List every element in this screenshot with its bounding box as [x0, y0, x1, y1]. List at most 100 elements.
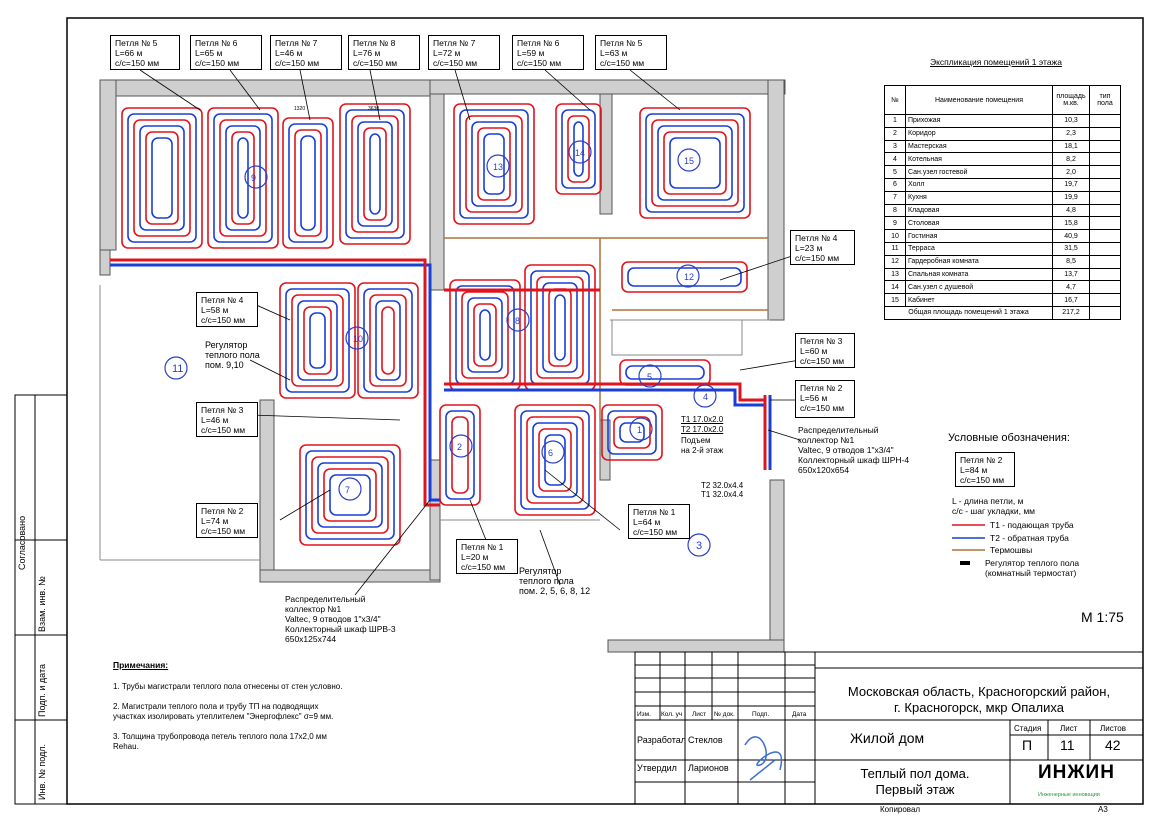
coil-loop	[561, 109, 596, 189]
coil-loop	[601, 404, 663, 461]
pipe-label: на 2-й этаж	[681, 446, 724, 455]
coil-loop	[619, 359, 711, 386]
coil-loop	[477, 127, 511, 201]
coil-loop	[291, 294, 344, 387]
coil-loop	[213, 113, 273, 243]
coil-loop	[127, 113, 197, 243]
coil-loop	[573, 121, 584, 177]
stamp-format: А3	[1098, 805, 1108, 814]
room-number-circle	[677, 148, 701, 172]
coil-loop	[369, 294, 407, 387]
coil-loop	[219, 119, 267, 237]
pipe-label: Т2 32.0х4.4	[701, 481, 744, 490]
room-number: 2	[457, 442, 463, 452]
stamp-approved: Утвердил	[637, 763, 677, 773]
note-item: 1. Трубы магистрали теплого пола отнесен…	[113, 682, 343, 691]
table-cell	[1089, 280, 1121, 295]
coil-loop	[669, 137, 721, 189]
room-number-circle	[486, 154, 510, 178]
coil-loop	[294, 129, 322, 237]
pipe-label: Т1 32.0х4.4	[701, 490, 744, 499]
notes-title: Примечания:	[113, 660, 169, 670]
room-number-circle	[449, 434, 473, 458]
table-cell: 15,8	[1052, 216, 1090, 231]
table-cell	[1089, 139, 1121, 154]
table-cell: Прихожая	[905, 114, 1053, 128]
stamp-developed: Разработал	[637, 735, 686, 745]
table-cell	[1089, 177, 1121, 192]
table-cell	[1089, 305, 1121, 320]
coil-loop	[231, 131, 255, 225]
table-cell: 15	[884, 293, 906, 307]
room-number-circle	[629, 417, 653, 441]
stamp-col: Подп.	[752, 711, 770, 718]
coil-loop	[317, 462, 383, 528]
coil-loop	[363, 127, 387, 221]
logo: ИНЖИН	[1038, 762, 1115, 783]
coil-loop	[538, 428, 572, 492]
coil-loop	[145, 131, 179, 225]
coil-loop	[567, 115, 590, 183]
legend-note: L - длина петли, м	[952, 496, 1024, 506]
table-cell: Терраса	[905, 241, 1053, 256]
coil-loop	[467, 297, 503, 373]
room-number: 14	[575, 148, 586, 158]
coil-loop	[639, 107, 751, 219]
table-cell: Котельная	[905, 152, 1053, 167]
room-number: 1	[637, 425, 643, 435]
table-cell	[1089, 203, 1121, 218]
coil-loop	[530, 270, 590, 385]
room-number: 9	[251, 173, 257, 183]
coil-loop	[483, 133, 505, 195]
table-cell	[1089, 241, 1121, 256]
coil-loop	[663, 131, 727, 195]
table-cell: Холл	[905, 177, 1053, 192]
stamp-sheet-h: Лист	[1060, 724, 1078, 733]
stamp-developer: Стеклов	[688, 735, 723, 745]
coil-loop	[207, 107, 279, 249]
stamp-stage: П	[1022, 737, 1033, 753]
table-cell	[1089, 254, 1121, 269]
stamp-col: Изм.	[637, 711, 651, 718]
table-cell: Кухня	[905, 190, 1053, 205]
coil-loop	[357, 282, 419, 399]
table-cell: 40,9	[1052, 229, 1090, 243]
table-cell: 13,7	[1052, 267, 1090, 282]
table-cell: 4,8	[1052, 203, 1090, 218]
room-number: 11	[172, 363, 184, 375]
stamp-col: № док.	[714, 711, 735, 718]
coil-loop	[311, 456, 389, 534]
coil-loop	[297, 300, 338, 381]
room-number-circle	[568, 140, 592, 164]
coil-loop	[381, 306, 395, 375]
room-number-circle	[638, 364, 662, 388]
coil-loop	[303, 306, 332, 375]
coil-loop	[548, 288, 572, 367]
coil-loop	[323, 468, 377, 522]
stamp-copied: Копировал	[880, 805, 921, 814]
table-cell: 18,1	[1052, 139, 1090, 154]
coil-loop	[445, 410, 475, 500]
legend-note: с/с - шаг укладки, мм	[952, 506, 1036, 516]
table-cell	[1089, 152, 1121, 167]
room-number-circle	[345, 326, 369, 350]
table-cell: 5	[884, 165, 906, 179]
legend-item: Т1 - подающая труба	[990, 520, 1074, 530]
table-header: площадь м.кв.	[1052, 85, 1090, 115]
table-header: тип пола	[1089, 85, 1121, 115]
coil-loop	[621, 261, 748, 293]
